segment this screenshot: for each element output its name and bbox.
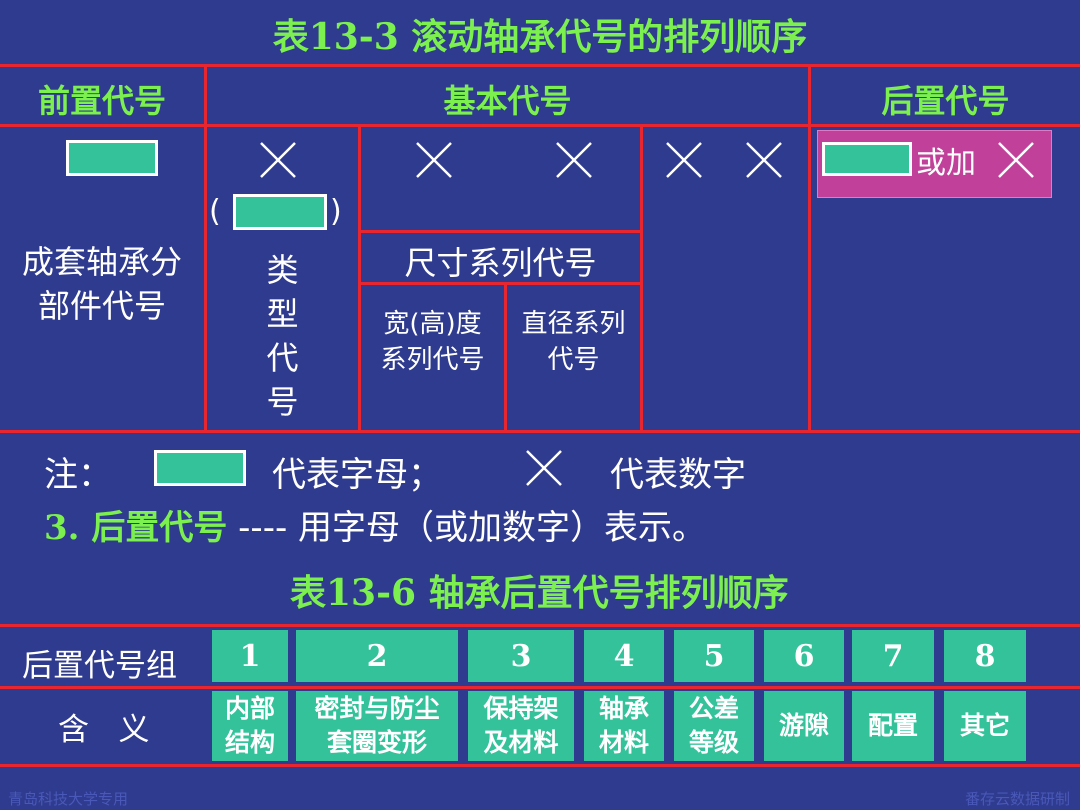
table1-bottom-border (0, 430, 1080, 433)
meaning-line2: 套圈变形 (326, 728, 427, 757)
suffix-group-meaning: 配置 (852, 691, 934, 761)
table2-top-border (0, 624, 1080, 627)
meaning-line2: 等级 (688, 728, 739, 757)
suffix-group-meaning: 内部结构 (212, 691, 288, 761)
table1-divider-suffix (808, 64, 811, 433)
meaning-line1: 其它 (959, 711, 1010, 740)
type-label: 类 型 代 号 (207, 248, 358, 424)
table1-divider-prefix (204, 64, 207, 433)
prefix-desc-line1: 成套轴承分 (21, 243, 182, 281)
cross-icon (414, 140, 454, 180)
table1-size-top (358, 230, 643, 233)
prefix-desc-line2: 部件代号 (37, 287, 166, 325)
suffix-group-number: 4 (584, 630, 664, 682)
dia-series-line2: 代号 (547, 345, 600, 375)
suffix-group-number: 1 (212, 630, 288, 682)
suffix-group-meaning: 公差等级 (674, 691, 754, 761)
suffix-group-number: 8 (944, 630, 1026, 682)
cross-icon (258, 140, 298, 180)
type-label-char: 号 (266, 383, 299, 421)
meaning-line2: 结构 (224, 728, 275, 757)
point3-rest: ---- 用字母（或加数字）表示。 (227, 508, 707, 548)
letter-box-icon (822, 142, 912, 176)
letter-box-icon (66, 140, 158, 176)
letter-box-icon (233, 194, 327, 230)
suffix-group-number: 3 (468, 630, 574, 682)
width-series-line2: 系列代号 (380, 345, 485, 375)
table1-divider-width-dia (504, 282, 507, 433)
header-prefix-code: 前置代号 (37, 82, 166, 120)
meaning-line1: 轴承 (598, 694, 649, 723)
type-label-char: 型 (266, 295, 299, 333)
suffix-or-add: 或加 (916, 146, 976, 181)
suffix-group-meaning: 密封与防尘套圈变形 (296, 691, 458, 761)
table1-size-bottom (358, 282, 643, 285)
table2-bottom-border (0, 764, 1080, 767)
meaning-line1: 保持架 (483, 694, 559, 723)
cross-icon (664, 140, 704, 180)
table1-title: 表13-3 滚动轴承代号的排列顺序 (272, 16, 808, 58)
suffix-group-meaning: 轴承材料 (584, 691, 664, 761)
suffix-group-number: 6 (764, 630, 844, 682)
diameter-series-label: 直径系列 代号 (507, 306, 640, 378)
suffix-group-number: 5 (674, 630, 754, 682)
table2-title: 表13-6 轴承后置代号排列顺序 (290, 572, 789, 614)
note-prefix: 注： (44, 455, 112, 495)
type-label-char: 类 (266, 251, 299, 289)
row-label-suffix-group: 后置代号组 (22, 648, 177, 684)
footer-right: 番存云数据研制 (964, 790, 1070, 808)
meaning-line1: 公差 (688, 694, 739, 723)
note-letter-meaning: 代表字母； (272, 455, 442, 495)
row-label-meaning: 含 义 (58, 712, 150, 748)
header-basic-code: 基本代号 (443, 82, 572, 120)
type-paren-close: ) (330, 194, 342, 229)
cross-icon (554, 140, 594, 180)
point3-label: 3. 后置代号 (44, 508, 228, 548)
width-series-label: 宽(高)度 系列代号 (361, 306, 504, 378)
suffix-group-meaning: 其它 (944, 691, 1026, 761)
header-suffix-code: 后置代号 (881, 82, 1010, 120)
point3-line: 3. 后置代号 ---- 用字母（或加数字）表示。 (44, 500, 706, 549)
note-digit-meaning: 代表数字 (610, 455, 746, 495)
suffix-group-number: 7 (852, 630, 934, 682)
meaning-line1: 配置 (867, 711, 918, 740)
table1-header-border (0, 124, 1080, 127)
cross-icon (996, 140, 1036, 180)
meaning-line1: 内部 (224, 694, 275, 723)
table1-divider-size (640, 124, 643, 433)
meaning-line2: 及材料 (483, 728, 559, 757)
cross-icon (744, 140, 784, 180)
type-label-char: 代 (266, 339, 299, 377)
suffix-group-meaning: 保持架及材料 (468, 691, 574, 761)
size-series-label: 尺寸系列代号 (404, 244, 597, 282)
letter-box-icon (154, 450, 246, 486)
footer-left: 青岛科技大学专用 (8, 790, 129, 808)
prefix-description: 成套轴承分 部件代号 (0, 240, 204, 328)
suffix-group-number: 2 (296, 630, 458, 682)
table1-top-border (0, 64, 1080, 67)
meaning-line1: 游隙 (778, 711, 829, 740)
table1-divider-type (358, 124, 361, 433)
suffix-group-meaning: 游隙 (764, 691, 844, 761)
cross-icon (524, 448, 564, 488)
type-paren-open: ( (209, 194, 221, 229)
dia-series-line1: 直径系列 (521, 309, 626, 339)
width-series-line1: 宽(高)度 (383, 309, 482, 339)
table2-middle-border (0, 686, 1080, 689)
meaning-line2: 材料 (598, 728, 649, 757)
meaning-line1: 密封与防尘 (314, 694, 440, 723)
